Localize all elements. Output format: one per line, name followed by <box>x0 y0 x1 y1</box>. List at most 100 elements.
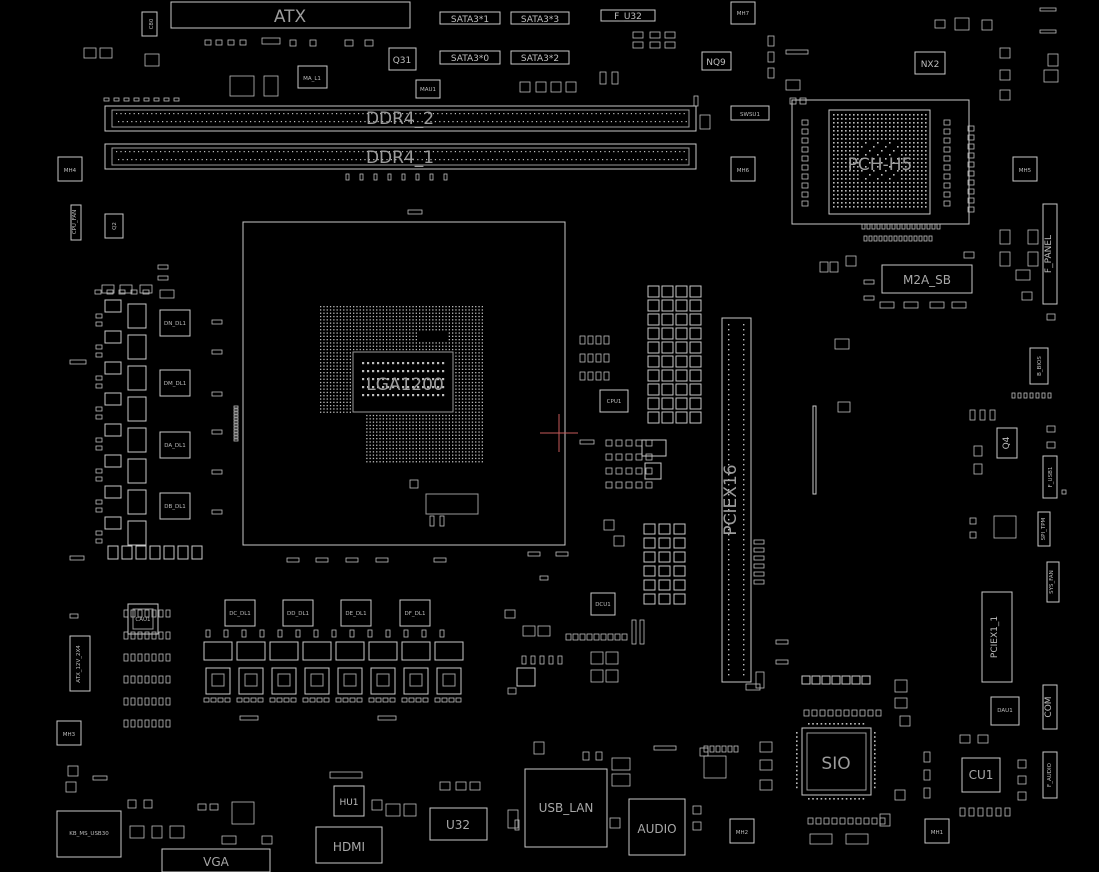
pin <box>873 114 875 116</box>
pin <box>322 151 324 153</box>
pin <box>837 723 839 725</box>
pin <box>323 352 325 354</box>
pin <box>905 138 907 140</box>
pin <box>622 151 624 153</box>
pin <box>435 345 437 347</box>
pin <box>448 461 450 463</box>
pin <box>405 444 408 446</box>
pin <box>854 798 856 800</box>
pin <box>909 114 911 116</box>
pin <box>728 519 730 521</box>
pin <box>461 434 464 436</box>
pin <box>362 342 365 344</box>
pin <box>369 451 371 453</box>
pin <box>405 325 408 328</box>
svg-text:B_BIOS: B_BIOS <box>1037 356 1043 376</box>
pad <box>127 427 147 453</box>
pin <box>452 441 454 443</box>
pin <box>346 395 348 397</box>
svg-text:SATA3*1: SATA3*1 <box>451 15 489 25</box>
svg-text:MAU1: MAU1 <box>420 87 436 93</box>
pin <box>428 306 431 308</box>
pin <box>432 306 434 308</box>
pin <box>833 178 835 180</box>
pad <box>661 355 674 368</box>
pin <box>833 138 835 140</box>
pad <box>95 321 103 327</box>
pin <box>728 339 730 341</box>
pad <box>767 35 775 47</box>
pin <box>349 411 351 413</box>
pin <box>921 134 923 136</box>
pin <box>728 629 730 631</box>
pin <box>412 461 414 463</box>
pin <box>442 447 444 450</box>
pin <box>845 134 847 136</box>
pin <box>372 378 375 381</box>
pin <box>841 186 843 188</box>
pin <box>339 378 342 380</box>
pin <box>379 441 381 443</box>
pin <box>432 386 435 389</box>
pin <box>410 113 412 115</box>
pin <box>399 322 401 324</box>
pad <box>943 128 951 135</box>
pin <box>455 454 457 456</box>
pin <box>468 378 470 380</box>
pin <box>126 121 128 123</box>
pin <box>481 405 483 407</box>
pin <box>320 355 322 357</box>
pin <box>336 411 338 413</box>
pin <box>283 113 285 115</box>
pin <box>905 122 907 124</box>
pin <box>395 457 398 460</box>
pin <box>421 121 423 123</box>
pin <box>160 113 162 115</box>
pin <box>320 372 322 374</box>
pin <box>120 151 122 153</box>
pin <box>226 113 228 115</box>
pin <box>728 364 730 366</box>
pad <box>337 667 363 695</box>
pad <box>323 697 330 703</box>
pin <box>471 447 474 450</box>
pad <box>342 697 349 703</box>
pin <box>743 479 745 481</box>
pin <box>133 113 135 115</box>
pin <box>397 151 399 153</box>
com-header: COM <box>1042 684 1058 730</box>
pin <box>438 348 441 351</box>
pin <box>845 146 847 148</box>
pin <box>376 424 378 427</box>
pad <box>286 557 300 563</box>
pin <box>925 170 927 172</box>
pin <box>728 424 730 426</box>
pin <box>833 206 835 208</box>
pin <box>861 194 863 196</box>
pin <box>336 355 338 357</box>
pin <box>857 202 859 204</box>
mounting-hole-mh7: MH7 <box>730 1 756 25</box>
pin <box>458 342 460 344</box>
pin <box>326 319 328 321</box>
pad <box>675 411 688 424</box>
pin <box>445 306 447 308</box>
pad <box>158 675 164 684</box>
pad <box>699 114 711 130</box>
pin <box>728 529 730 531</box>
pad <box>643 593 656 605</box>
pin <box>427 378 430 381</box>
pin <box>380 113 382 115</box>
pin <box>542 151 544 153</box>
pad <box>1004 807 1011 817</box>
pin <box>346 159 348 161</box>
pad <box>827 709 834 717</box>
pin <box>857 170 859 172</box>
pin <box>461 438 464 440</box>
pin <box>481 378 483 380</box>
pin <box>409 451 411 453</box>
pin <box>382 454 384 456</box>
pin <box>481 329 483 331</box>
pad <box>550 81 562 93</box>
pin <box>481 444 483 446</box>
